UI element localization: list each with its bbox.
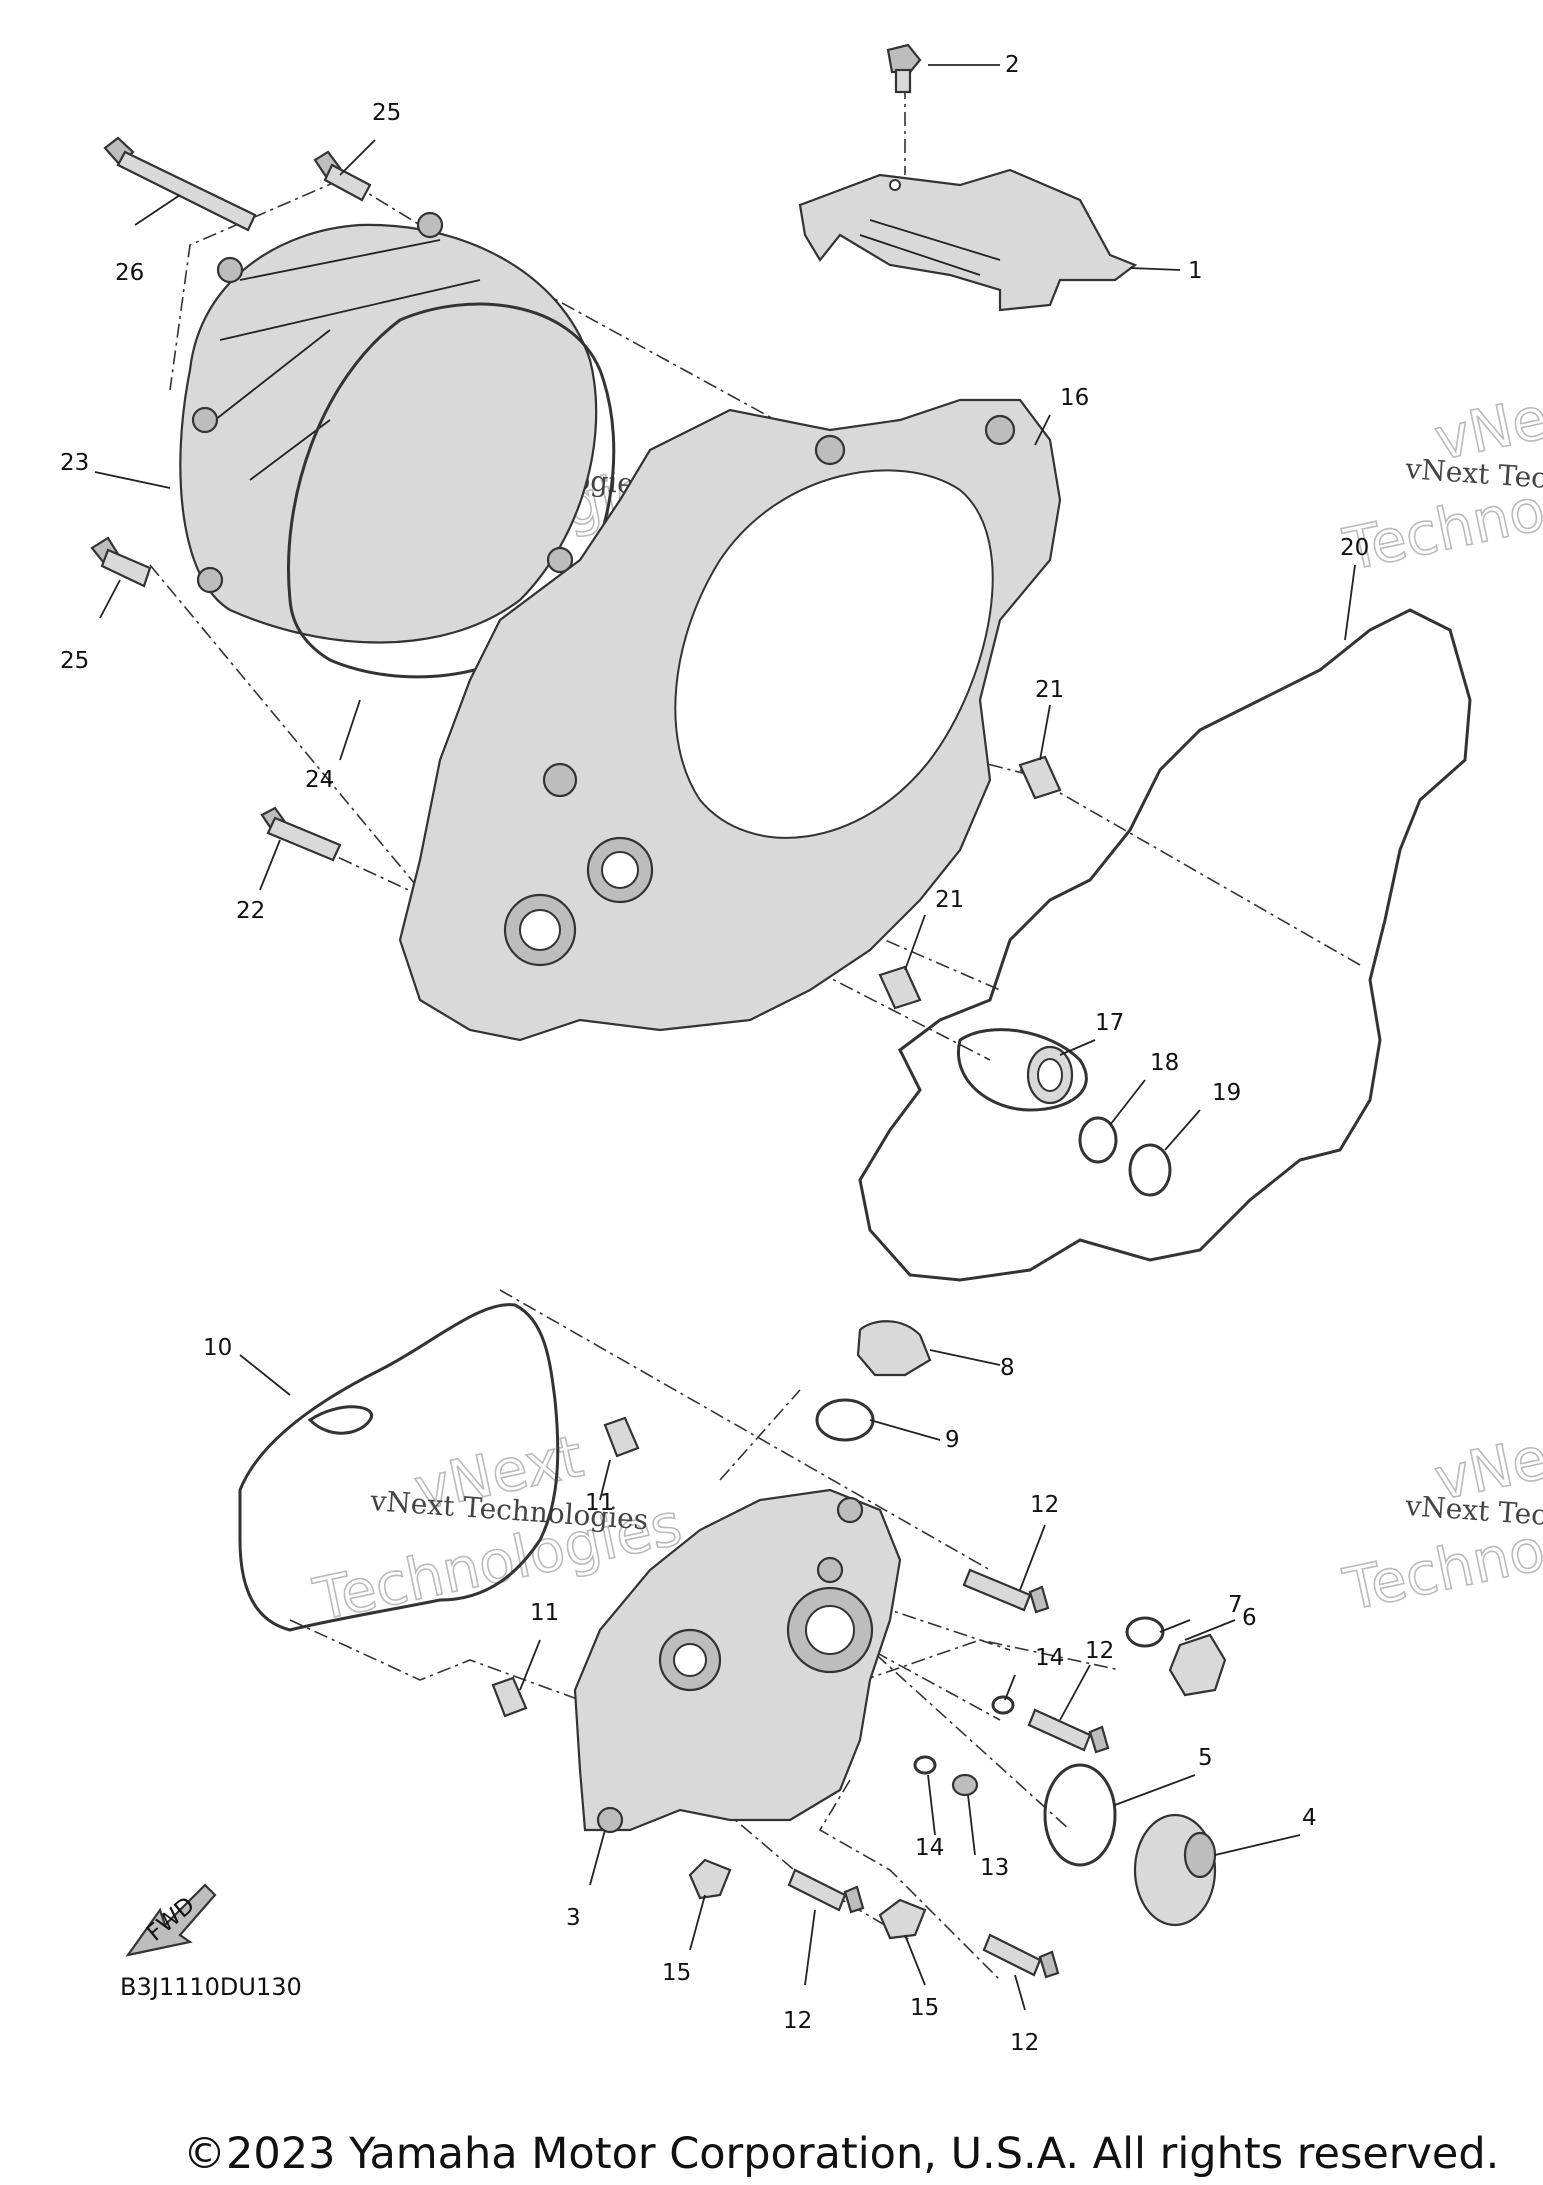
callout-20: 20 [1340, 535, 1369, 561]
callout-6: 6 [1242, 1605, 1257, 1631]
callout-8: 8 [1000, 1355, 1015, 1381]
part-dowel-21-top [1018, 755, 1062, 800]
part-cover-gasket [286, 302, 616, 679]
part-bolt-26 [103, 136, 257, 232]
part-generator-gasket [238, 1303, 560, 1632]
part-o-ring-9 [815, 1398, 875, 1442]
part-oil-seal-17 [1026, 1045, 1074, 1105]
callout-19: 19 [1212, 1080, 1241, 1106]
part-dowel-11-bottom [491, 1676, 528, 1718]
part-bolt-2 [886, 43, 922, 94]
part-generator-cover [573, 1488, 902, 1834]
part-clamp-15-a [688, 1858, 732, 1900]
part-o-ring-14-b [913, 1755, 937, 1775]
callout-25-b: 25 [60, 648, 89, 674]
callout-24: 24 [305, 767, 334, 793]
callout-21-b: 21 [935, 887, 964, 913]
callout-10: 10 [203, 1335, 232, 1361]
fwd-arrow-icon: FWD [125, 1883, 217, 1957]
callout-15-a: 15 [662, 1960, 691, 1986]
part-bolt-12-b [1027, 1708, 1110, 1754]
callout-5: 5 [1198, 1745, 1213, 1771]
callout-9: 9 [945, 1427, 960, 1453]
part-bolt-12-d [982, 1933, 1060, 1979]
drawing-code: B3J1110DU130 [120, 1973, 302, 2001]
callout-12-a: 12 [1030, 1492, 1059, 1518]
part-bolt-25-top [313, 150, 372, 202]
part-crankcase-cover [398, 398, 1062, 1042]
callout-15-b: 15 [910, 1995, 939, 2021]
callout-22: 22 [236, 898, 265, 924]
callout-2: 2 [1005, 52, 1020, 78]
callout-16: 16 [1060, 385, 1089, 411]
part-cap-4 [1133, 1813, 1217, 1927]
callout-12-b: 12 [1085, 1638, 1114, 1664]
callout-14-b: 14 [915, 1835, 944, 1861]
part-circlip-18 [1078, 1116, 1118, 1164]
part-clutch-cover [179, 211, 598, 644]
part-dowel-11-top [603, 1416, 640, 1458]
callout-17: 17 [1095, 1010, 1124, 1036]
callout-26: 26 [115, 260, 144, 286]
callout-23: 23 [60, 450, 89, 476]
callout-21-a: 21 [1035, 677, 1064, 703]
callout-14-a: 14 [1035, 1645, 1064, 1671]
callout-labels: 1 2 3 4 5 6 7 8 9 10 11 11 12 12 12 12 1… [60, 52, 1369, 2056]
part-bolt-25-bottom [90, 536, 152, 588]
part-o-ring-7 [1125, 1616, 1165, 1648]
callout-25-a: 25 [372, 100, 401, 126]
part-guard-plate [798, 168, 1138, 312]
part-circlip-19 [1128, 1143, 1172, 1197]
part-bolt-12-c [787, 1868, 865, 1914]
callout-4: 4 [1302, 1805, 1317, 1831]
part-dowel-21-bottom [878, 965, 922, 1010]
part-washer-13 [951, 1773, 979, 1797]
callout-1: 1 [1188, 258, 1203, 284]
callout-12-c: 12 [783, 2008, 812, 2034]
callout-13: 13 [980, 1855, 1009, 1881]
part-clamp-15-b [878, 1898, 927, 1940]
callout-11-a: 11 [585, 1490, 614, 1516]
callout-12-d: 12 [1010, 2030, 1039, 2056]
part-o-ring-5 [1043, 1763, 1117, 1867]
part-o-ring-14-a [991, 1695, 1015, 1715]
part-filler-cap-8 [856, 1320, 932, 1377]
callout-7: 7 [1228, 1592, 1243, 1618]
part-bolt-22 [260, 806, 342, 862]
part-bolt-12-a [962, 1568, 1050, 1614]
part-plug-6 [1168, 1633, 1227, 1697]
callout-3: 3 [566, 1905, 581, 1931]
leader-lines [94, 64, 1356, 2011]
callout-18: 18 [1150, 1050, 1179, 1076]
part-crankcase-gasket [858, 608, 1472, 1282]
copyright-notice: ©2023 Yamaha Motor Corporation, U.S.A. A… [183, 2129, 1499, 2179]
callout-11-b: 11 [530, 1600, 559, 1626]
